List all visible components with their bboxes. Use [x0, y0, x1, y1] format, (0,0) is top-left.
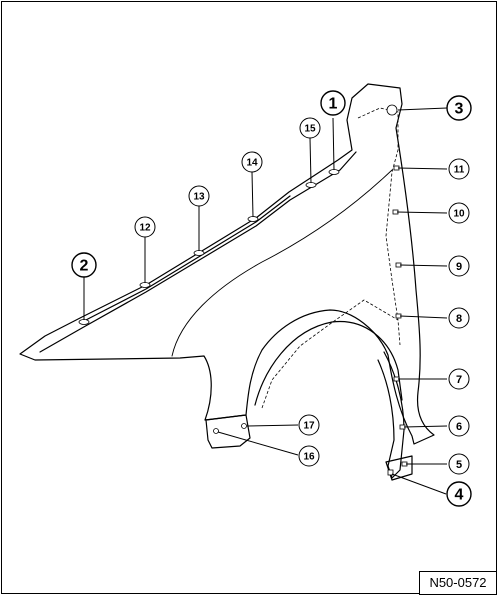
leader-10	[396, 211, 448, 214]
front-mounting-bracket	[205, 414, 251, 449]
svg-text:14: 14	[246, 158, 258, 169]
callout-1: 1	[320, 90, 346, 116]
svg-text:10: 10	[453, 209, 465, 220]
leader-6	[403, 425, 448, 428]
callout-4: 4	[446, 481, 472, 507]
callout-16: 16	[298, 445, 320, 467]
fastener-15	[305, 182, 317, 188]
callout-14: 14	[241, 151, 263, 173]
inner-edge-dashed-upper	[357, 107, 401, 346]
callout-9: 9	[448, 255, 470, 277]
fastener-1	[328, 169, 340, 175]
callout-3: 3	[446, 95, 472, 121]
callout-5: 5	[448, 453, 470, 475]
fastener-3	[386, 104, 398, 116]
svg-text:6: 6	[456, 421, 462, 433]
fender-panel-outline	[19, 83, 435, 445]
svg-text:1: 1	[329, 96, 338, 113]
wheel-arch-lip	[254, 320, 403, 406]
svg-text:7: 7	[456, 374, 462, 386]
callout-12: 12	[134, 216, 156, 238]
leader-11	[397, 167, 448, 170]
svg-text:2: 2	[80, 258, 89, 275]
fastener-16	[213, 428, 219, 434]
callout-15: 15	[299, 117, 321, 139]
fender-top-edge	[81, 195, 291, 323]
fastener-14	[247, 216, 259, 222]
svg-text:8: 8	[456, 313, 462, 325]
leader-15	[309, 137, 312, 184]
callout-13: 13	[188, 185, 210, 207]
svg-text:17: 17	[303, 421, 315, 432]
leader-1	[332, 117, 335, 171]
svg-text:4: 4	[455, 487, 464, 504]
svg-text:3: 3	[455, 101, 464, 118]
callout-11: 11	[448, 158, 470, 180]
callout-10: 10	[448, 202, 470, 224]
leader-9	[399, 264, 448, 267]
leader-8	[399, 315, 448, 319]
callout-8: 8	[448, 307, 470, 329]
leader-14	[251, 171, 254, 218]
leader-16	[217, 431, 299, 456]
leader-3	[397, 107, 448, 111]
callout-6: 6	[448, 415, 470, 437]
svg-text:16: 16	[303, 452, 315, 463]
callout-2: 2	[71, 252, 97, 278]
leader-4	[391, 473, 447, 495]
svg-text:13: 13	[193, 192, 205, 203]
svg-text:9: 9	[456, 261, 462, 273]
callout-17: 17	[298, 414, 320, 436]
fastener-13	[193, 250, 205, 256]
svg-text:12: 12	[139, 223, 151, 234]
svg-text:15: 15	[304, 124, 316, 135]
fastener-12	[139, 282, 151, 288]
reference-code-label: N50-0572	[419, 571, 497, 595]
fastener-17	[241, 423, 247, 429]
svg-text:5: 5	[456, 459, 462, 471]
fender-crease-line	[171, 169, 393, 357]
leader-17	[246, 424, 299, 427]
fastener-2	[78, 319, 90, 325]
fender-top-flange	[39, 151, 357, 353]
inner-edge-dashed-arch	[261, 299, 399, 409]
callout-7: 7	[448, 368, 470, 390]
svg-text:11: 11	[454, 165, 465, 176]
fastener-4	[387, 469, 394, 476]
